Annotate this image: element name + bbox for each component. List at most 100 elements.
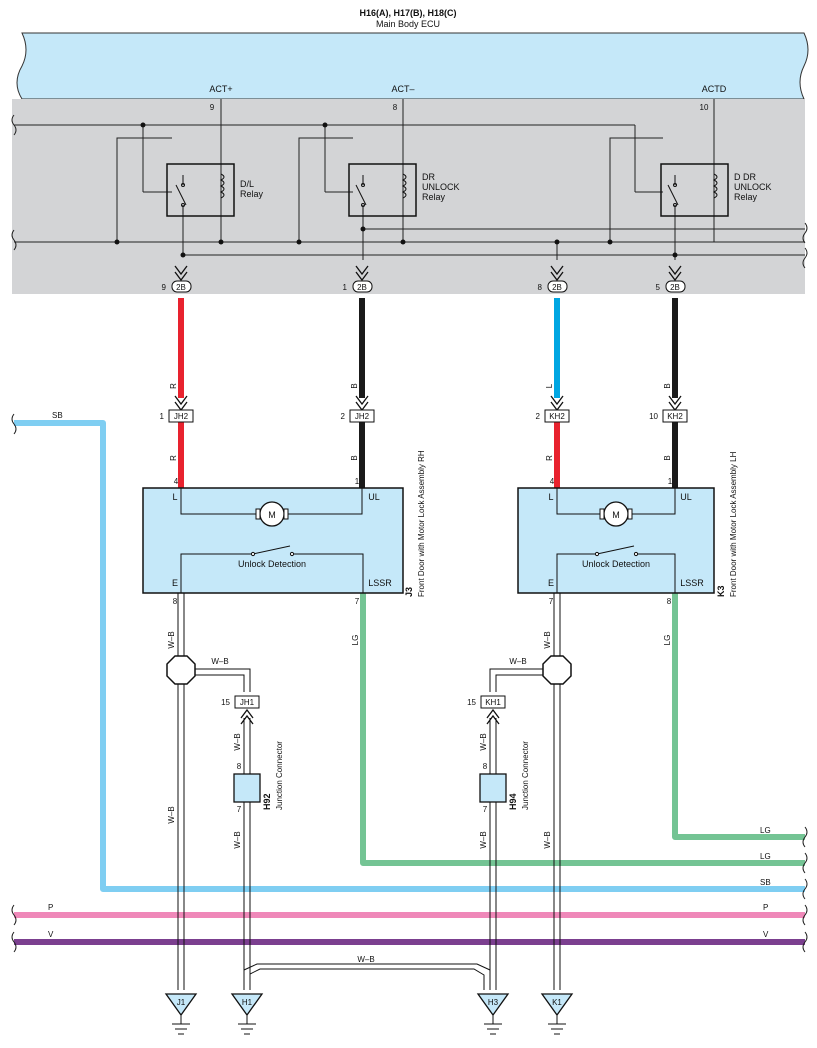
wb-9: W–B: [479, 733, 488, 750]
j3-motor-icon: M: [268, 510, 276, 520]
k3-pin-ul: UL: [680, 492, 692, 502]
label-b-3: B: [663, 383, 672, 388]
label-l: L: [545, 383, 554, 388]
relay-ddr-label2: UNLOCK: [734, 182, 772, 192]
ecu-conn-4-pin: 5: [656, 283, 661, 292]
splice-lh: [542, 655, 572, 685]
j3-pin-l: L: [172, 492, 177, 502]
h94-junction-connector: 8 7 H94 Junction Connector: [479, 741, 530, 814]
label-lg-right-1: LG: [760, 826, 771, 835]
lg-2: LG: [663, 635, 672, 646]
k3-id: K3: [716, 585, 726, 597]
label-b-2: B: [350, 455, 359, 460]
relay-dr-label1: DR: [422, 172, 435, 182]
wb-4: W–B: [167, 806, 176, 823]
k3-pin-lssr: LSSR: [680, 578, 704, 588]
label-p-right: P: [763, 903, 768, 912]
pin-act-minus-num: 8: [393, 103, 398, 112]
ecu-connector-2: 2B 1: [343, 265, 373, 293]
label-p-left: P: [48, 903, 53, 912]
label-sb-right: SB: [760, 878, 771, 887]
relay-dl: D/L Relay: [166, 163, 264, 217]
lg-1: LG: [351, 635, 360, 646]
ecu-connector-4: 2B 5: [656, 265, 686, 293]
wb-10: W–B: [479, 831, 488, 848]
ecu-conn-4-code: 2B: [670, 283, 680, 292]
j3-unlock-detection: Unlock Detection: [238, 559, 306, 569]
ecu-subtitle: Main Body ECU: [376, 19, 440, 29]
wb-6: W–B: [357, 955, 374, 964]
label-b-1: B: [350, 383, 359, 388]
assembly-j3: 4 1 L UL M Unlock Detection E LSSR 8 7 J…: [142, 450, 426, 606]
h92-top: 8: [237, 762, 242, 771]
kh2-2-code: KH2: [549, 412, 565, 421]
jh2-2-code: JH2: [355, 412, 370, 421]
wb-5: W–B: [233, 831, 242, 848]
main-wires: [178, 298, 678, 488]
wb-3: W–B: [233, 733, 242, 750]
ecu-title: H16(A), H17(B), H18(C): [359, 8, 456, 18]
relay-panel: [12, 99, 805, 294]
ecu-conn-3-code: 2B: [552, 283, 562, 292]
k3-motor-icon: M: [612, 510, 620, 520]
label-r-3: R: [545, 455, 554, 461]
k3-pin-e: E: [548, 578, 554, 588]
j3-num-ul: 1: [355, 477, 360, 486]
pin-actd-label: ACTD: [702, 84, 727, 94]
j3-num-lssr: 7: [355, 597, 360, 606]
ecu-conn-1-code: 2B: [176, 283, 186, 292]
j3-name: Front Door with Motor Lock Assembly RH: [417, 450, 426, 597]
ground-k1: K1: [540, 993, 574, 1035]
wb-2: W–B: [211, 657, 228, 666]
ground-j1-label: J1: [177, 998, 186, 1007]
pin-act-minus-label: ACT–: [391, 84, 414, 94]
relay-dl-label1: D/L: [240, 179, 254, 189]
h92-id: H92: [262, 793, 272, 810]
kh1-connector: KH1 15: [467, 695, 506, 725]
wb-11: W–B: [543, 831, 552, 848]
kh2-10-code: KH2: [667, 412, 683, 421]
h94-top: 8: [483, 762, 488, 771]
splice-rh: [166, 655, 196, 685]
h92-junction-connector: 8 7 H92 Junction Connector: [233, 741, 284, 814]
ecu-conn-2-pin: 1: [343, 283, 348, 292]
kh1-code: KH1: [485, 698, 501, 707]
k3-unlock-detection: Unlock Detection: [582, 559, 650, 569]
label-sb-left: SB: [52, 411, 63, 420]
j3-num-l: 4: [174, 477, 179, 486]
j3-pin-lssr: LSSR: [368, 578, 392, 588]
ground-h1: H1: [230, 993, 264, 1035]
ground-j1: J1: [164, 993, 198, 1035]
ground-k1-label: K1: [552, 998, 562, 1007]
k3-pin-l: L: [548, 492, 553, 502]
jh2-1-pin: 1: [160, 412, 165, 421]
kh1-pin: 15: [467, 698, 476, 707]
relay-dr-unlock: DR UNLOCK Relay: [348, 163, 460, 217]
h94-bottom: 7: [483, 805, 488, 814]
ecu-connectors: 2B 9 2B 1 2B 8 2B 5: [162, 265, 686, 293]
kh2-2-pin: 2: [536, 412, 541, 421]
label-r-1: R: [169, 383, 178, 389]
label-v-right: V: [763, 930, 769, 939]
relay-dr-label3: Relay: [422, 192, 446, 202]
j3-pin-ul: UL: [368, 492, 380, 502]
label-b-4: B: [663, 455, 672, 460]
j3-id: J3: [404, 587, 414, 597]
jh2-pin2: JH2 2: [341, 395, 375, 423]
h92-name: Junction Connector: [275, 741, 284, 810]
kh2-pin10: KH2 10: [649, 395, 688, 423]
j3-pin-e: E: [172, 578, 178, 588]
ecu-connector-3: 2B 8: [538, 265, 568, 293]
relay-ddr-label3: Relay: [734, 192, 758, 202]
grounds: J1 H1 H3 K1: [164, 993, 574, 1035]
jh2-2-pin: 2: [341, 412, 346, 421]
ecu-conn-2-code: 2B: [357, 283, 367, 292]
label-r-2: R: [169, 455, 178, 461]
ground-h1-label: H1: [242, 998, 253, 1007]
jh2-1-code: JH2: [174, 412, 189, 421]
label-lg-right-2: LG: [760, 852, 771, 861]
pin-act-plus-num: 9: [210, 103, 215, 112]
h94-id: H94: [508, 793, 518, 810]
kh2-10-pin: 10: [649, 412, 658, 421]
